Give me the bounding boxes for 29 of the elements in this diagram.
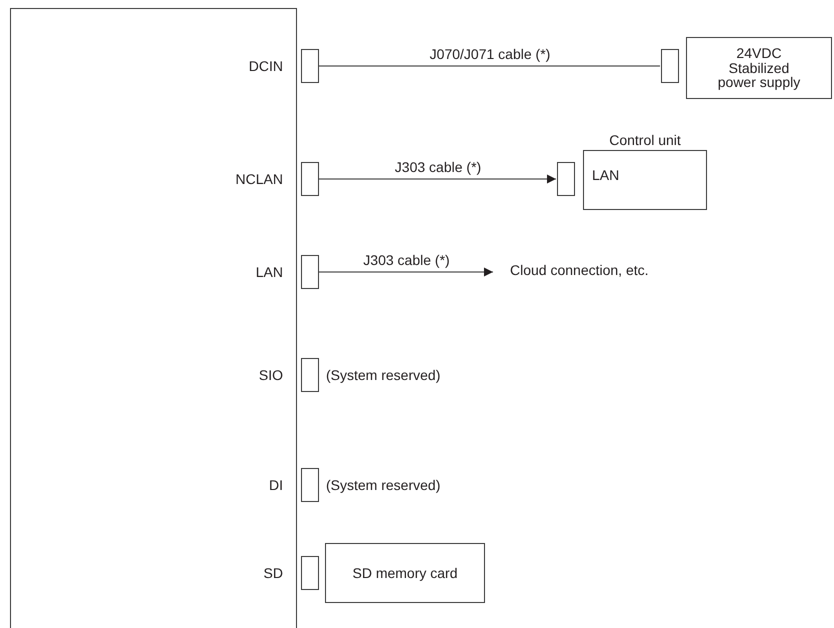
device-box bbox=[325, 543, 485, 603]
edge-label: J303 cable (*) bbox=[361, 252, 452, 268]
port-name: DCIN bbox=[248, 58, 283, 74]
connector-box bbox=[301, 556, 319, 590]
port-label: LAN bbox=[592, 167, 620, 183]
device-label: SD memory card bbox=[352, 566, 458, 580]
note-text: (System reserved) bbox=[326, 477, 440, 493]
edge-label: J303 cable (*) bbox=[392, 159, 484, 175]
edge-label: J070/J071 cable (*) bbox=[428, 46, 552, 62]
port-name: DI bbox=[269, 477, 283, 493]
port-name: SIO bbox=[258, 367, 283, 383]
destination-text: Cloud connection, etc. bbox=[510, 262, 649, 278]
connector-box bbox=[301, 468, 319, 502]
cable-line bbox=[318, 174, 556, 184]
connector-box bbox=[301, 162, 319, 196]
port-name: LAN bbox=[256, 264, 283, 280]
device-label: 24VDC Stabilized power supply bbox=[716, 46, 802, 90]
note-text: (System reserved) bbox=[326, 367, 440, 383]
connector-box bbox=[557, 162, 575, 196]
unit-outline bbox=[10, 8, 297, 628]
device-heading: Control unit bbox=[609, 132, 681, 148]
port-name: NCLAN bbox=[236, 171, 283, 187]
connector-box bbox=[301, 358, 319, 392]
port-name: SD bbox=[264, 565, 283, 581]
device-box bbox=[686, 37, 832, 99]
connector-box bbox=[301, 49, 319, 83]
connector-box bbox=[661, 49, 679, 83]
connector-box bbox=[301, 255, 319, 289]
cable-line bbox=[318, 268, 494, 276]
